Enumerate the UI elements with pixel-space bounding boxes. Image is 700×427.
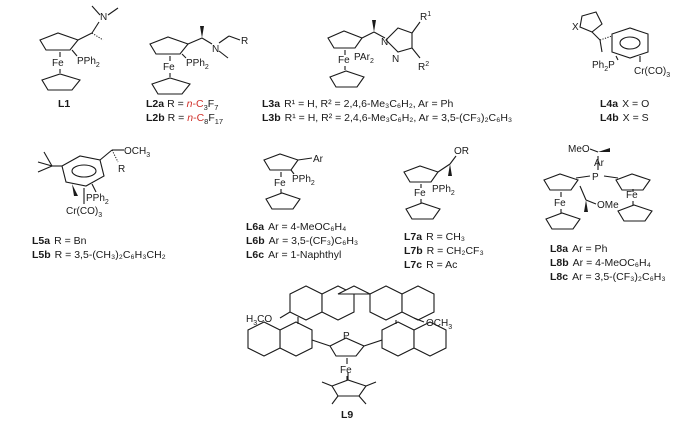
fe-atom: Fe [338,55,350,66]
structure-L2: Fe N R PPh2 [149,26,248,95]
p-atom: P [343,331,350,342]
fe-atom: Fe [163,62,175,73]
structure-L9: H3CO P Fe OCH3 [246,285,452,405]
p-atom: P [592,172,599,183]
fe-atom: Fe [414,188,426,199]
fe-atom: Fe [52,58,64,69]
pph2-group: PPh2 [292,174,315,187]
ar-group: Ar [313,154,324,165]
pph2-group: PPh2 [186,58,209,71]
crco3-group: Cr(CO)3 [634,66,670,79]
ar-group: Ar [594,158,605,169]
och3-group: OCH3 [124,146,150,159]
structure-L3: Fe N N R1 R2 PAr2 [327,11,431,88]
label-L9: L9 [341,409,353,421]
fe-atom: Fe [340,365,352,376]
par2-group: PAr2 [354,52,374,65]
r-group: R [241,36,248,47]
structure-L4: X Ph2P Cr(CO)3 [572,11,670,79]
n-atom: N [100,12,107,23]
structure-L1: Fe N PPh2 [39,5,119,91]
structure-L7: OR PPh2 Fe [403,146,469,220]
r1-group: R1 [420,11,431,23]
pph2-group: PPh2 [432,184,455,197]
structure-L5: OCH3 R PPh2 Cr(CO)3 [37,146,150,219]
och3-group: OCH3 [426,318,452,331]
h3co-group: H3CO [246,314,272,327]
crco3-group: Cr(CO)3 [66,206,102,219]
or-group: OR [454,146,469,157]
r2-group: R2 [418,61,429,73]
n-atom: N [392,54,399,65]
n-atom: N [212,44,219,55]
fe-atom: Fe [554,198,566,209]
pph2-group: PPh2 [77,56,100,69]
structure-L8: MeO Ar P Fe Fe OMe [543,144,653,230]
x-atom: X [572,22,579,33]
label-L1: L1 [58,98,70,110]
r-group: R [118,164,125,175]
n-atom: N [381,37,388,48]
pph2-group: PPh2 [86,193,109,206]
fe-atom: Fe [626,190,638,201]
fe-atom: Fe [274,178,286,189]
ome-group: OMe [597,200,619,211]
meo-group: MeO [568,144,590,155]
pph2-group: Ph2P [592,60,615,73]
structure-L6: Ar PPh2 Fe [263,153,324,210]
